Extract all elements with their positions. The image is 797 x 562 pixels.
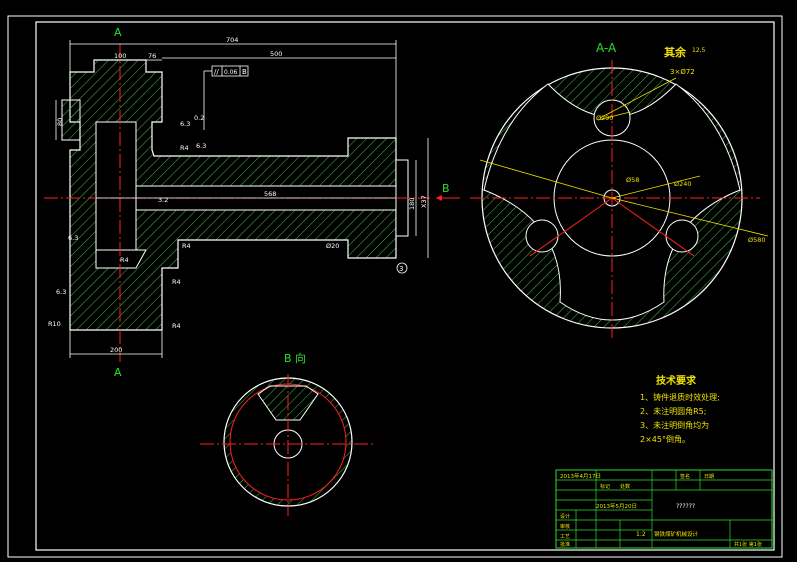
dim-small-1: 6.3 [180, 120, 190, 128]
dim-total-length: 704 [226, 36, 238, 44]
front-bore-left [95, 121, 137, 269]
dim-small-2: 6.3 [196, 142, 206, 150]
tolerance-frame: // 0.06 B [203, 65, 249, 130]
section-aa-title: A-A [596, 41, 617, 55]
dim-flange-height: 80 [56, 118, 64, 126]
dim-collar-width: 76 [148, 52, 156, 60]
svg-text:工艺: 工艺 [560, 534, 570, 540]
title-sheet: 共1张 第1张 [734, 541, 762, 548]
note-rest: 其余 [664, 45, 687, 59]
title-date: 2013年5月20日 [596, 502, 637, 510]
dim-shaft-dia: 180 [408, 198, 416, 210]
balloon-3-text: 3 [399, 265, 403, 273]
tech-req-item-3: 3、未注明倒角均为 [640, 420, 709, 430]
front-left-stub [61, 99, 81, 141]
balloon-3 [396, 262, 408, 274]
title-drawing-no: ?????? [676, 503, 695, 510]
inner-frame [35, 21, 775, 551]
title-part-name: 钢铁煤矿机械设计 [654, 530, 699, 538]
dim-small-4: 6.3 [56, 288, 66, 296]
svg-text:设计: 设计 [560, 513, 570, 520]
svg-text://: // [214, 68, 219, 76]
dim-main-length: 500 [270, 50, 282, 58]
dim-r10: R10 [48, 320, 61, 328]
title-header-left: 2013年4月17日 [560, 472, 601, 480]
dim-x37: X37 [420, 195, 428, 208]
dim-r4b: R4 [120, 256, 129, 264]
dim-bore-length: 568 [264, 190, 276, 198]
dim-r4e: R4 [172, 322, 181, 330]
svg-text:处数: 处数 [620, 483, 630, 490]
svg-text:B: B [242, 68, 247, 76]
note-roughness: 12.5 [692, 47, 706, 54]
dim-r4a: R4 [180, 144, 189, 152]
dim-r4d: R4 [172, 278, 181, 286]
view-arrow-b-label: B [442, 182, 450, 195]
tech-req-title: 技术要求 [656, 374, 697, 387]
svg-text:审核: 审核 [560, 523, 570, 530]
title-block: 2013年4月17日 ?????? 2013年5月20日 1:2 钢铁煤矿机械设… [555, 469, 773, 549]
dim-d-mid: Ø240 [674, 180, 692, 188]
svg-text:签名: 签名 [680, 473, 690, 480]
holes-note: 3×Ø72 [670, 68, 695, 76]
svg-text:批准: 批准 [560, 541, 570, 548]
section-aa-view: A-A 其余 12.5 3×Ø72 Ø290 Ø58 Ø240 Ø580 [470, 41, 769, 340]
front-section-label-bottom: A [114, 366, 122, 379]
dim-small-5: 0.2 [194, 114, 204, 122]
tech-req-item-1: 1、铸件退质时效处理; [640, 392, 720, 402]
svg-text:0.06: 0.06 [224, 69, 238, 76]
svg-text:日期: 日期 [704, 474, 714, 480]
title-scale: 1:2 [636, 531, 646, 538]
dim-d-small: Ø290 [596, 114, 614, 122]
view-arrow-b-head [436, 195, 442, 201]
dim-d-outer: Ø580 [748, 236, 766, 244]
front-section-label-top: A [114, 26, 122, 39]
b-view-title: B 向 [284, 351, 306, 365]
dim-o20: Ø20 [326, 242, 339, 250]
dim-small-6: 3.2 [158, 196, 168, 204]
outer-frame [7, 15, 783, 558]
dim-r4c: R4 [182, 242, 191, 250]
tech-req-item-4: 2×45°倒角。 [640, 434, 690, 444]
front-view: A A 704 500 100 76 568 200 80 180 X37 R4… [44, 26, 460, 379]
dim-small-3: 6.3 [68, 234, 78, 242]
dim-top-width: 100 [114, 52, 126, 60]
tech-requirements: 技术要求 1、铸件退质时效处理; 2、未注明圆角R5; 3、未注明倒角均为 2×… [640, 374, 720, 444]
dim-base-width: 200 [110, 346, 122, 354]
tech-req-item-2: 2、未注明圆角R5; [640, 406, 706, 416]
svg-text:标记: 标记 [600, 483, 610, 490]
front-lower-notch [95, 249, 147, 269]
dim-d-center: Ø58 [626, 176, 639, 184]
b-view: B 向 [200, 351, 376, 516]
